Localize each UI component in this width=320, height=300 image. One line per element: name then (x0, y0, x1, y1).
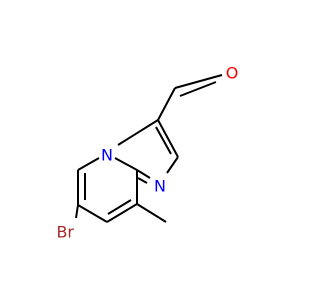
bond-cho-o-inner (179, 81, 217, 97)
bond-c8-methyl (136, 203, 167, 223)
bond-c6-br (75, 204, 79, 219)
bond-c7-c6 (77, 204, 108, 223)
atom-label-n-bridge: N (101, 146, 113, 165)
bond-c2-c3 (157, 119, 179, 158)
molecule-structure: Br N N O (56, 64, 239, 242)
bond-cho-o (174, 74, 223, 89)
bond-c2-c3-inner (155, 126, 172, 155)
bond-c8-c7-inner (107, 199, 132, 215)
bond-c8a-n1-inner (137, 177, 148, 184)
bond-n4-c8a (114, 157, 138, 171)
bond-c3-n4 (117, 119, 159, 146)
bond-c3-cho (157, 87, 176, 121)
atom-label-br: Br (56, 223, 74, 242)
bond-c5-n4 (77, 157, 100, 171)
bond-n1-c2 (166, 156, 179, 174)
bond-c8-c7 (106, 203, 138, 223)
bond-c8a-n1 (136, 169, 151, 179)
atom-label-n-ring: N (154, 177, 166, 196)
atom-label-o: O (226, 64, 239, 83)
